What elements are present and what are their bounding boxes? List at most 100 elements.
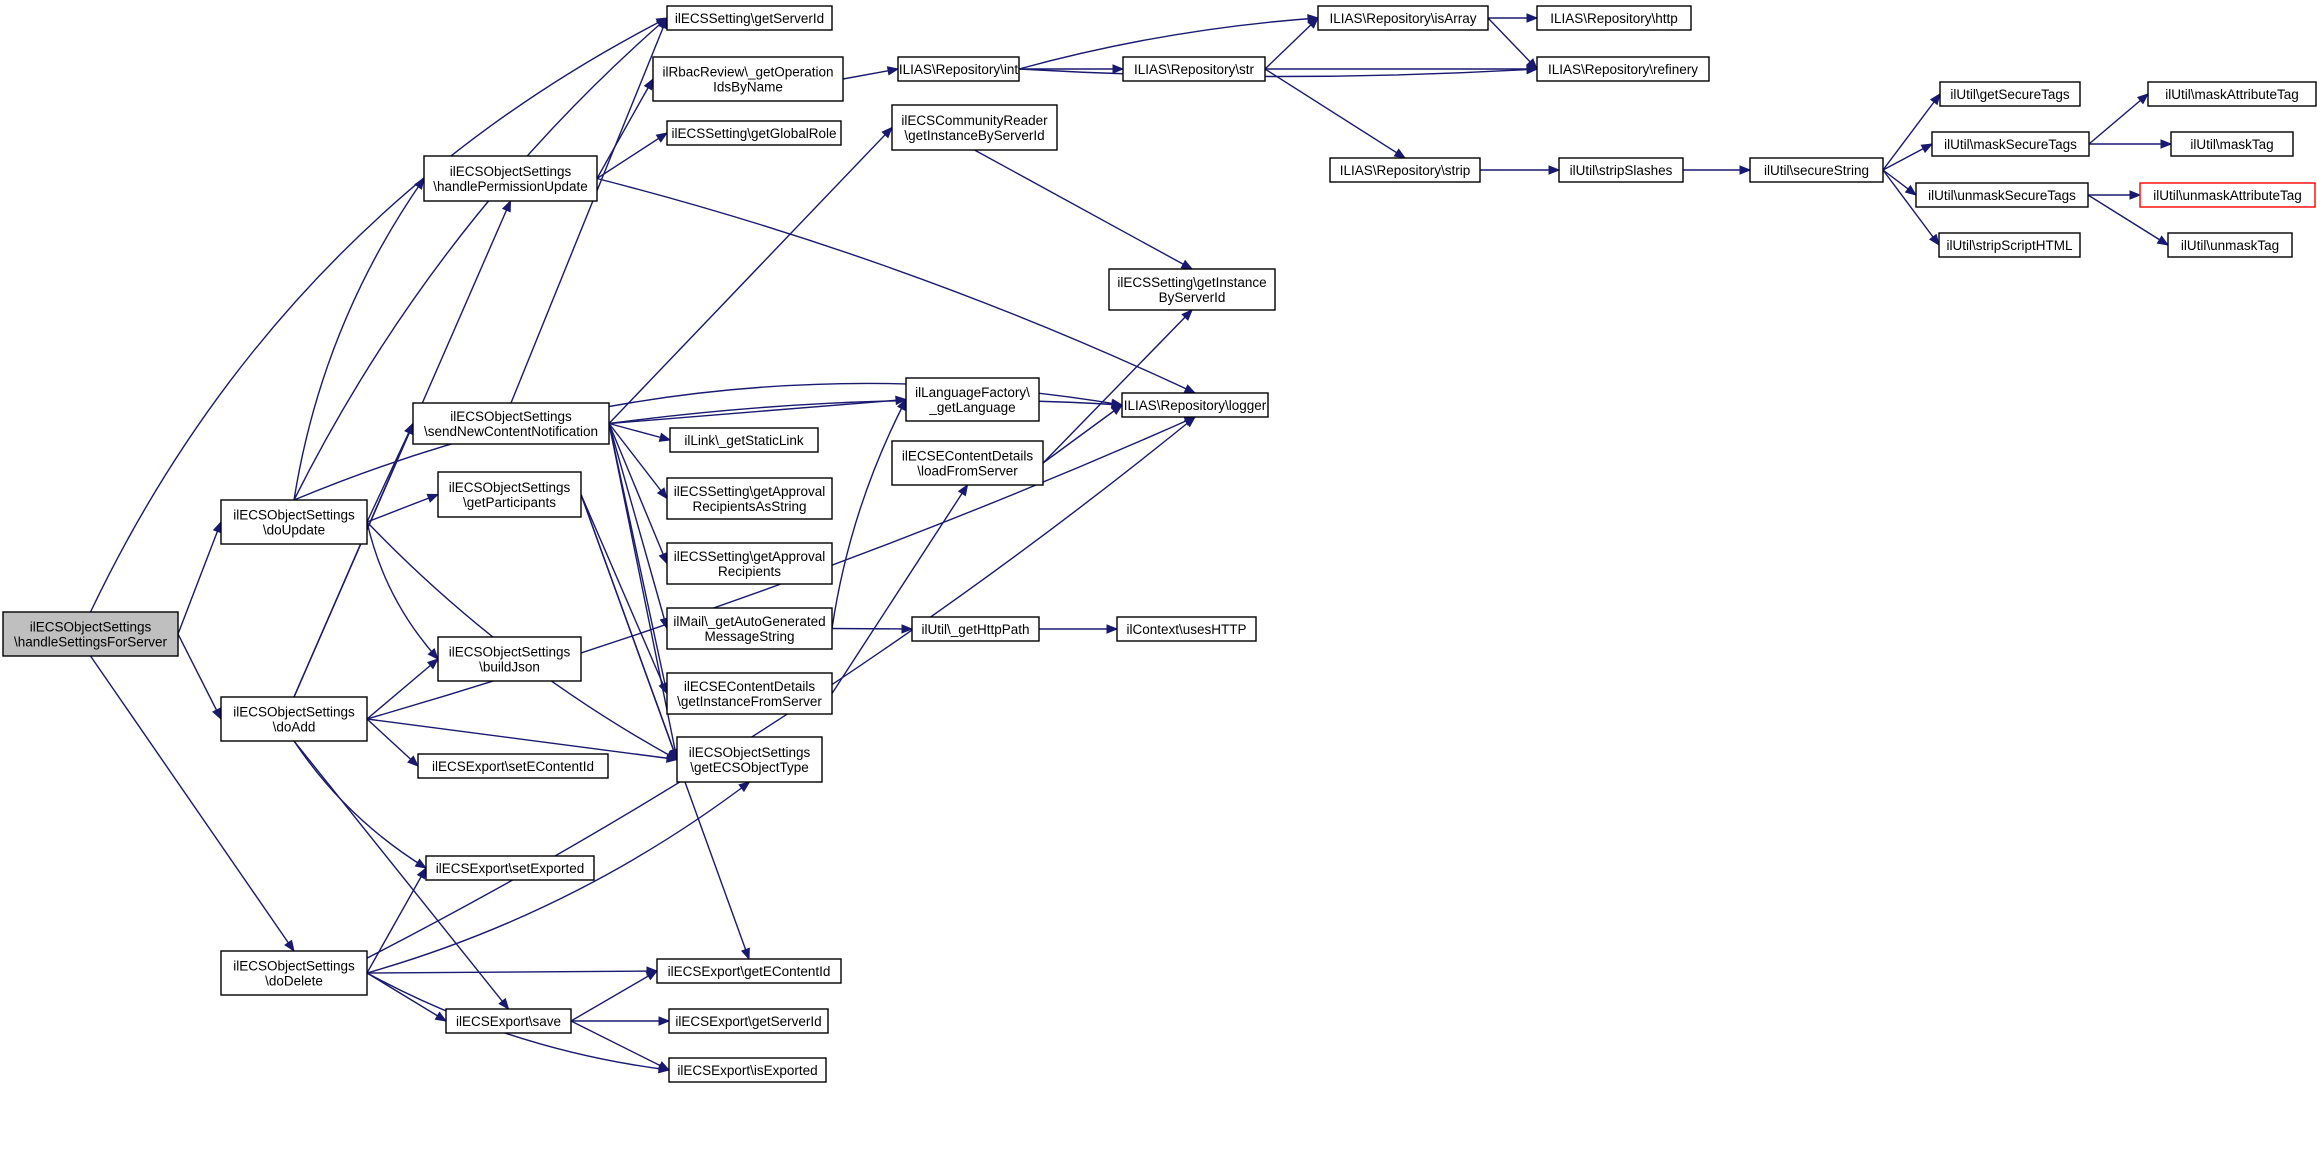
node-contentFromServer[interactable]: ilECSEContentDetails\getInstanceFromServ… <box>666 672 833 715</box>
node-stripSlashes[interactable]: ilUtil\stripSlashes <box>1558 157 1684 183</box>
node-getSecureTags[interactable]: ilUtil\getSecureTags <box>1939 81 2081 107</box>
node-handlePerm[interactable]: ilECSObjectSettings\handlePermissionUpda… <box>423 155 598 202</box>
edge-root-to-doAdd <box>177 633 222 720</box>
arrowhead-unmaskAttributeTag <box>2129 190 2142 200</box>
edge-doUpdate-to-handlePerm <box>293 178 425 501</box>
edge-sendNotif-to-langFactory <box>608 398 907 425</box>
node-root[interactable]: ilECSObjectSettings\handleSettingsForSer… <box>2 611 179 657</box>
edge-getParticipants-to-contentFromServer <box>580 494 668 694</box>
edge-repoStr-to-repoStrip <box>1264 68 1406 159</box>
edge-sendNotif-to-getServerId <box>510 17 668 404</box>
node-isExported[interactable]: ilECSExport\isExported <box>668 1057 827 1083</box>
node-getServerId[interactable]: ilECSSetting\getServerId <box>666 5 833 31</box>
arrowhead-approval <box>658 551 668 565</box>
node-label: ilECSObjectSettings <box>233 705 355 720</box>
arrowhead-approvalStr <box>656 487 668 500</box>
arrowhead-getGlobalRole <box>655 132 669 143</box>
node-label: ilECSCommunityReader <box>901 113 1048 128</box>
node-label: ilECSObjectSettings <box>689 745 811 760</box>
node-setEContentId[interactable]: ilECSExport\setEContentId <box>417 753 609 779</box>
node-box <box>220 499 368 545</box>
node-box <box>220 696 368 742</box>
node-usesHTTP[interactable]: ilContext\usesHTTP <box>1116 616 1257 642</box>
node-repoHttp[interactable]: ILIAS\Repository\http <box>1536 5 1692 31</box>
edge-root-to-doUpdate <box>177 521 222 635</box>
arrowhead-secureString <box>1739 165 1752 175</box>
arrowhead-getParticipants <box>426 493 440 503</box>
node-langFactory[interactable]: ilLanguageFactory\_getLanguage <box>905 377 1040 422</box>
node-unmaskTag[interactable]: ilUtil\unmaskTag <box>2167 232 2293 258</box>
node-label: \loadFromServer <box>917 464 1018 479</box>
arrowhead-doAdd <box>212 707 222 721</box>
node-maskSecureTags[interactable]: ilUtil\maskSecureTags <box>1931 131 2090 157</box>
arrowhead-repoLogger <box>1183 384 1197 394</box>
node-repoRefinery[interactable]: ILIAS\Repository\refinery <box>1536 56 1710 82</box>
node-expGetServerId[interactable]: ilECSExport\getServerId <box>668 1008 829 1034</box>
node-label: ilUtil\unmaskAttributeTag <box>2153 188 2302 203</box>
edge-sendNotif-to-approval <box>608 423 668 564</box>
arrowhead-stripSlashes <box>1548 165 1561 175</box>
edge-save-to-getEContentId <box>570 970 658 1022</box>
node-getParticipants[interactable]: ilECSObjectSettings\getParticipants <box>437 471 582 518</box>
arrowhead-doDelete <box>284 939 295 953</box>
edge-sendNotif-to-mailAuto <box>608 423 668 629</box>
node-getGlobalRole[interactable]: ilECSSetting\getGlobalRole <box>666 120 842 146</box>
node-label: ilECSEContentDetails <box>902 449 1034 464</box>
node-label: _getLanguage <box>928 400 1015 415</box>
node-unmaskSecureTags[interactable]: ilUtil\unmaskSecureTags <box>1915 182 2089 208</box>
edge-sendNotif-to-repoLogger <box>608 399 1123 425</box>
node-sendNotif[interactable]: ilECSObjectSettings\sendNewContentNotifi… <box>412 402 610 445</box>
node-box <box>220 950 368 996</box>
node-label: ilUtil\maskSecureTags <box>1944 137 2077 152</box>
node-doDelete[interactable]: ilECSObjectSettings\doDelete <box>220 950 368 996</box>
node-label: ILIAS\Repository\int <box>899 62 1019 77</box>
node-box <box>668 1008 829 1034</box>
arrowhead-buildJson <box>427 648 439 661</box>
edge-getParticipants-to-getEContentId <box>580 494 750 960</box>
node-httpPath[interactable]: ilUtil\_getHttpPath <box>911 616 1040 642</box>
edge-mailAuto-to-httpPath <box>831 627 913 630</box>
node-box <box>891 440 1044 486</box>
node-loadFromServer[interactable]: ilECSEContentDetails\loadFromServer <box>891 440 1044 486</box>
node-getEContentId[interactable]: ilECSExport\getEContentId <box>656 958 842 984</box>
node-maskAttributeTag[interactable]: ilUtil\maskAttributeTag <box>2147 81 2317 107</box>
edge-repoInt-to-repoIsArray <box>1018 17 1319 70</box>
node-doAdd[interactable]: ilECSObjectSettings\doAdd <box>220 696 368 742</box>
edge-doDelete-to-getECSObjectType <box>366 781 750 974</box>
edge-doAdd-to-sendNotif <box>293 423 414 698</box>
arrowhead-loadFromServer <box>957 483 969 497</box>
node-stripScriptHTML[interactable]: ilUtil\stripScriptHTML <box>1938 232 2081 258</box>
node-settingInstance[interactable]: ilECSSetting\getInstanceByServerId <box>1108 268 1276 311</box>
node-unmaskAttributeTag[interactable]: ilUtil\unmaskAttributeTag <box>2139 182 2316 208</box>
arrowhead-settingInstance <box>1180 259 1194 270</box>
node-maskTag[interactable]: ilUtil\maskTag <box>2170 131 2294 157</box>
node-save[interactable]: ilECSExport\save <box>445 1008 572 1034</box>
node-repoIsArray[interactable]: ILIAS\Repository\isArray <box>1317 5 1489 31</box>
arrowhead-handlePerm <box>501 199 512 213</box>
node-repoInt[interactable]: ILIAS\Repository\int <box>897 56 1020 82</box>
node-box <box>666 542 833 585</box>
node-box <box>891 104 1058 151</box>
node-getECSObjectType[interactable]: ilECSObjectSettings\getECSObjectType <box>676 736 823 783</box>
node-label: ilUtil\unmaskTag <box>2181 238 2279 253</box>
node-setExported[interactable]: ilECSExport\setExported <box>425 855 595 881</box>
node-communityReader[interactable]: ilECSCommunityReader\getInstanceByServer… <box>891 104 1058 151</box>
arrowhead-usesHTTP <box>1106 624 1119 634</box>
node-repoStrip[interactable]: ILIAS\Repository\strip <box>1329 157 1481 183</box>
node-box <box>666 5 833 31</box>
edge-mailAuto-to-langFactory <box>831 399 907 629</box>
arrowhead-maskTag <box>2160 139 2173 149</box>
node-label: ilLink\_getStaticLink <box>684 433 804 448</box>
node-secureString[interactable]: ilUtil\secureString <box>1749 157 1884 183</box>
node-getStaticLink[interactable]: ilLink\_getStaticLink <box>669 427 819 453</box>
node-repoLogger[interactable]: ILIAS\Repository\logger <box>1121 392 1269 418</box>
node-approvalStr[interactable]: ilECSSetting\getApprovalRecipientsAsStri… <box>666 477 833 520</box>
node-box <box>1938 232 2081 258</box>
node-label: \sendNewContentNotification <box>424 424 598 439</box>
node-doUpdate[interactable]: ilECSObjectSettings\doUpdate <box>220 499 368 545</box>
node-buildJson[interactable]: ilECSObjectSettings\buildJson <box>437 636 582 682</box>
node-repoStr[interactable]: ILIAS\Repository\str <box>1122 56 1266 82</box>
